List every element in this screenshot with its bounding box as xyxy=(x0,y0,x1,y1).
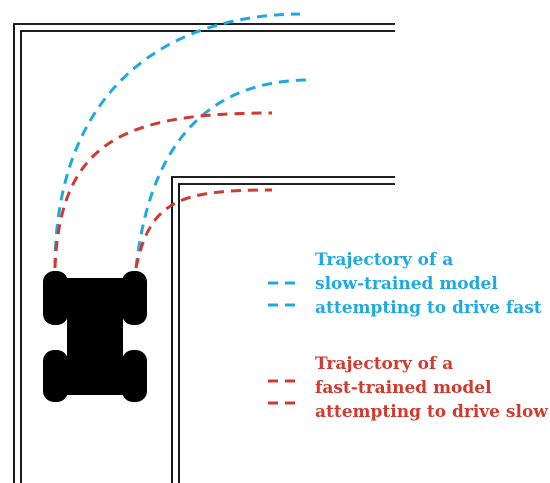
wheel-front-left xyxy=(43,271,68,325)
blue-trajectory-left xyxy=(53,12,301,269)
blue-trajectories xyxy=(53,12,307,269)
legend-blue-line-3: attempting to drive fast xyxy=(315,298,542,318)
wheel-rear-left xyxy=(43,350,68,402)
legend-blue-line-2: slow-trained model xyxy=(315,274,498,294)
legend-red-line-3: attempting to drive slow xyxy=(315,402,548,422)
legend-red-line-2: fast-trained model xyxy=(315,378,492,398)
legend-blue-text: Trajectory of a slow-trained model attem… xyxy=(315,248,542,320)
blue-trajectory-right xyxy=(134,78,307,269)
legend-red-line-1: Trajectory of a xyxy=(315,354,454,374)
red-trajectories xyxy=(53,111,273,269)
car xyxy=(43,271,147,402)
legend-blue-line-1: Trajectory of a xyxy=(315,250,454,270)
red-trajectory-right xyxy=(134,188,273,269)
wheel-rear-right xyxy=(122,350,147,402)
car-body xyxy=(67,278,123,395)
legend-key-blue xyxy=(268,281,295,307)
inner-road-wall xyxy=(171,176,395,483)
red-trajectory-left xyxy=(53,111,273,269)
wheel-front-right xyxy=(122,271,147,325)
legend-key-red xyxy=(268,379,295,405)
legend-red-text: Trajectory of a fast-trained model attem… xyxy=(315,352,548,424)
outer-road-wall xyxy=(13,23,395,483)
